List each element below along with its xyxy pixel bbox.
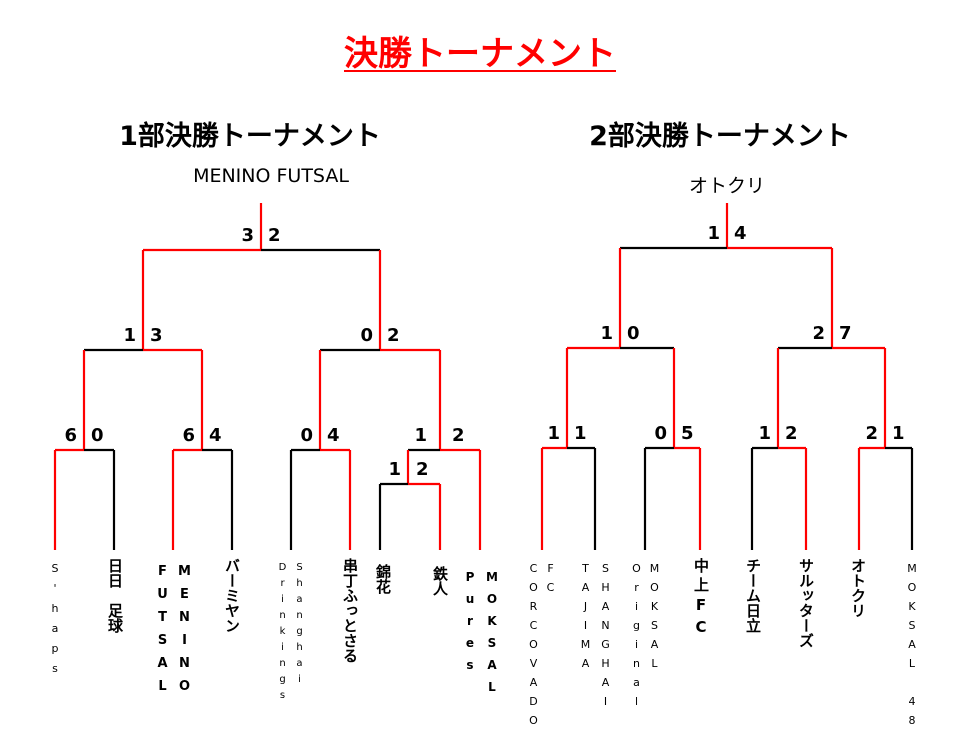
team-label: MOKSAL Pures <box>463 570 499 702</box>
team-label: 日日 足球 <box>106 558 124 633</box>
score: 7 <box>839 323 852 344</box>
score: 1 <box>707 223 720 244</box>
main-title-text: 決勝トーナメント <box>344 34 616 74</box>
score: 2 <box>785 423 798 444</box>
team-label: オトクリ <box>849 558 867 618</box>
score: 2 <box>268 225 281 246</box>
score: 3 <box>241 225 254 246</box>
team-label: MENINO FUTSAL <box>155 564 192 702</box>
score: 0 <box>627 323 640 344</box>
score: 2 <box>452 425 465 446</box>
score: 1 <box>123 325 136 346</box>
team-label: S'haps <box>48 562 62 682</box>
score: 4 <box>209 425 222 446</box>
team-label: Shanghai Drinkings <box>277 562 305 706</box>
division-2-title: 2部決勝トーナメント <box>589 121 851 152</box>
score: 0 <box>300 425 313 446</box>
score: 1 <box>414 425 427 446</box>
division-1-champion: MENINO FUTSAL <box>193 165 349 187</box>
score: 0 <box>654 423 667 444</box>
team-label: SHANGHAI TAJIMA <box>579 562 612 714</box>
team-label: 鉄人 <box>431 566 449 596</box>
team-label: FC CORCOVADO <box>527 562 557 733</box>
score: 1 <box>574 423 587 444</box>
division-1-title: 1部決勝トーナメント <box>119 121 381 152</box>
score: 1 <box>892 423 905 444</box>
score: 1 <box>547 423 560 444</box>
score: 2 <box>865 423 878 444</box>
team-label: サルッターズ <box>797 558 815 648</box>
score: 4 <box>734 223 747 244</box>
team-label: MOKSAL Original <box>630 562 661 714</box>
score: 6 <box>64 425 77 446</box>
team-label: 錦花 <box>374 564 392 594</box>
score: 1 <box>388 459 401 480</box>
division-2-champion: オトクリ <box>688 175 766 197</box>
score: 0 <box>360 325 373 346</box>
score: 2 <box>416 459 429 480</box>
score: 4 <box>327 425 340 446</box>
score: 5 <box>681 423 694 444</box>
team-label: バーミヤン <box>223 558 241 633</box>
score: 3 <box>150 325 163 346</box>
score: 6 <box>182 425 195 446</box>
score: 1 <box>758 423 771 444</box>
team-label: 串丁ふっとさる <box>341 558 359 663</box>
score: 1 <box>600 323 613 344</box>
score: 2 <box>387 325 400 346</box>
team-label: チーム日立 <box>744 558 762 633</box>
score: 2 <box>812 323 825 344</box>
team-label: MOKSAL 48 <box>905 562 919 733</box>
score: 0 <box>91 425 104 446</box>
main-title: 決勝トーナメント <box>0 26 960 75</box>
team-label: 中上FC <box>692 558 710 640</box>
